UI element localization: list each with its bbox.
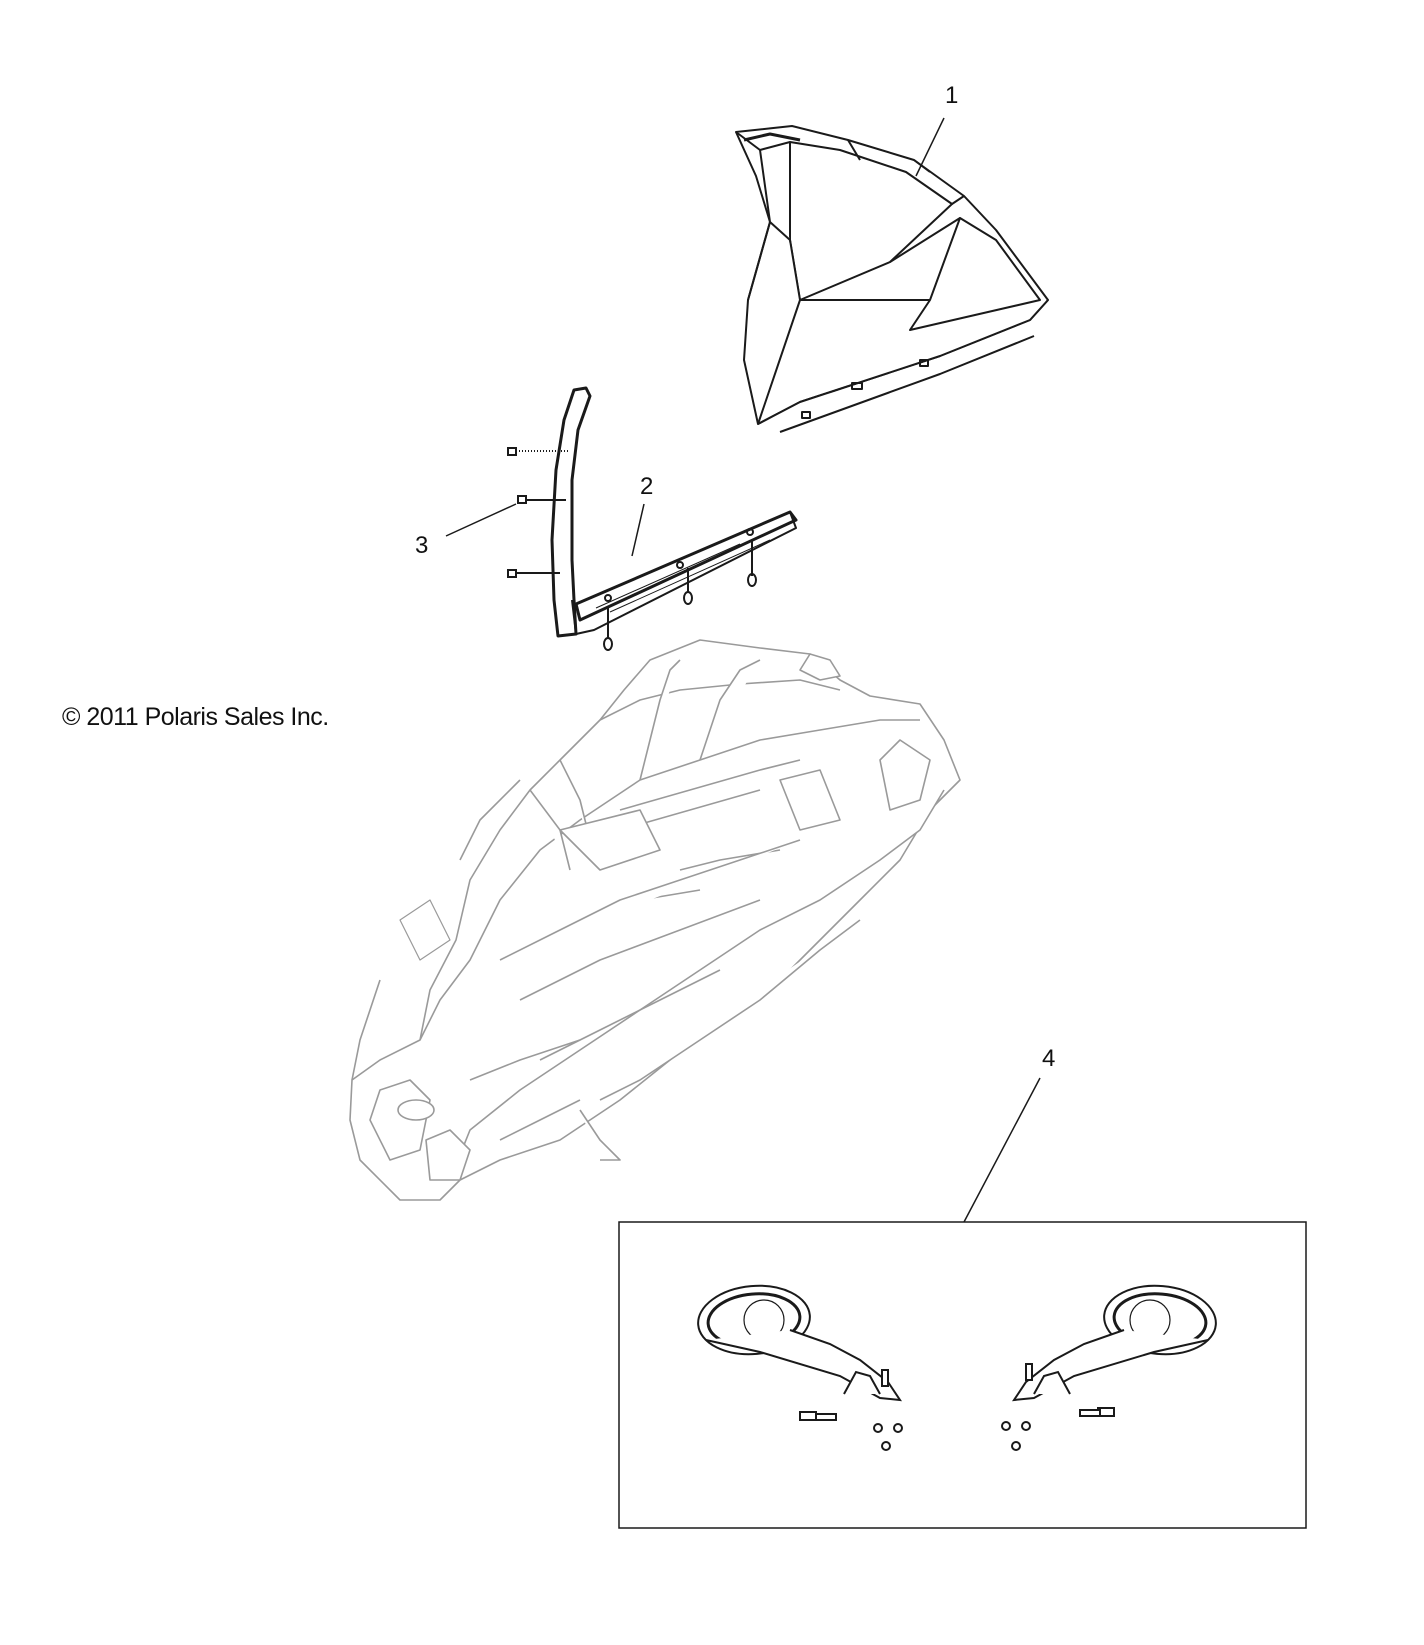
windshield-icon — [735, 125, 1049, 433]
mirror-kit-box — [618, 1221, 1307, 1529]
screw-h-3 — [507, 569, 560, 578]
leader-3 — [445, 503, 517, 537]
screw-h-2 — [517, 495, 566, 504]
leader-4 — [963, 1077, 1041, 1223]
screw-v-1 — [603, 608, 613, 651]
mirror-kit-icon — [618, 1221, 1307, 1529]
callout-4: 4 — [1042, 1045, 1056, 1072]
callout-1: 1 — [945, 82, 959, 109]
left-mirror — [697, 1284, 903, 1451]
leader-1 — [915, 117, 945, 177]
screw-icon — [507, 447, 757, 651]
leader-lines — [445, 117, 1041, 1223]
windshield-seal-icon — [550, 386, 798, 638]
callout-3: 3 — [415, 532, 429, 559]
copyright-notice: © 2011 Polaris Sales Inc. — [62, 703, 329, 731]
screw-v-3 — [747, 540, 757, 587]
hood-body-ghost-icon — [349, 639, 961, 1201]
screw-v-2 — [683, 568, 693, 605]
screw-h-1 — [507, 447, 570, 456]
leader-2 — [631, 503, 645, 557]
callout-2: 2 — [640, 473, 654, 500]
right-mirror — [1001, 1284, 1217, 1451]
